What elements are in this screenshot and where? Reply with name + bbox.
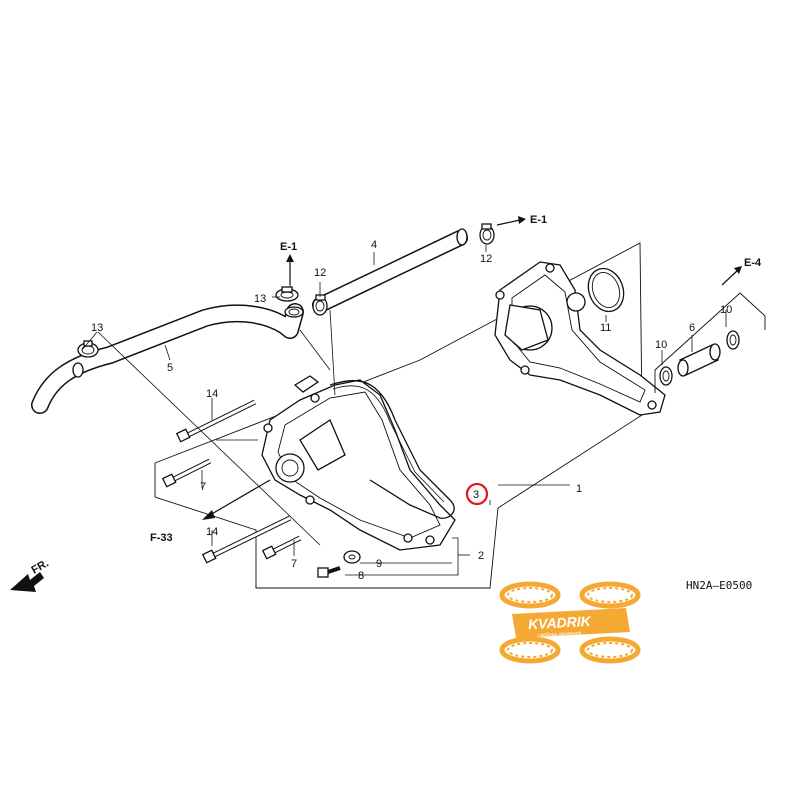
label-part-5: 5 <box>167 362 173 374</box>
o-ring-gasket-3 <box>329 379 455 519</box>
arrow-f33 <box>202 479 271 520</box>
watermark-brand: KVADRIK <box>528 613 592 632</box>
label-part-1: 1 <box>576 483 582 495</box>
label-part-13-left: 13 <box>91 322 103 334</box>
label-part-3: 3 <box>473 489 479 501</box>
o-ring-10-right <box>726 330 740 350</box>
coolant-hose-4 <box>312 228 468 313</box>
coolant-hose-5 <box>31 303 304 414</box>
ref-e4: E-4 <box>744 257 762 269</box>
label-part-7-upper: 7 <box>200 481 206 493</box>
label-part-9: 9 <box>376 558 382 570</box>
water-pump-cover <box>261 375 456 551</box>
leader-lines <box>81 245 727 576</box>
label-part-10-right: 10 <box>720 304 732 316</box>
label-part-10-left: 10 <box>655 339 667 351</box>
hose-clamp-13-left <box>77 340 99 358</box>
frame-e4 <box>654 292 766 393</box>
diagram-code: HN2A—E0500 <box>686 579 752 592</box>
label-part-4: 4 <box>371 239 377 251</box>
fr-label: FR. <box>30 557 51 576</box>
hose-clamp-12-right <box>479 223 495 245</box>
bolt-14-upper <box>175 399 257 443</box>
label-part-14-upper: 14 <box>206 388 218 400</box>
watermark-tagline: свобода движения <box>538 630 582 638</box>
label-part-12-left: 12 <box>314 267 326 279</box>
water-pump-body <box>494 261 666 416</box>
label-part-11: 11 <box>600 322 611 334</box>
bolt-8 <box>317 566 341 578</box>
coolant-pipe-6 <box>677 343 721 377</box>
arrow-e4 <box>721 266 742 286</box>
label-part-2: 2 <box>478 550 484 562</box>
label-part-12-right: 12 <box>480 253 492 265</box>
label-part-14-lower: 14 <box>206 526 218 538</box>
bolt-7-lower <box>261 535 302 560</box>
assembly-frame <box>154 242 643 589</box>
bolt-14-lower <box>201 515 292 564</box>
hose-clamp-12-left <box>312 294 328 316</box>
label-part-6: 6 <box>689 322 695 334</box>
label-part-7-lower: 7 <box>291 558 297 570</box>
washer-9 <box>343 550 361 564</box>
o-ring-11 <box>587 267 625 313</box>
bolt-7-upper <box>161 458 212 488</box>
label-part-8: 8 <box>358 570 364 582</box>
hose-clamp-13-top <box>275 286 299 302</box>
ref-e1-mid: E-1 <box>530 214 547 226</box>
label-part-13-top: 13 <box>254 293 266 305</box>
part-labels: 1 2 4 5 6 7 7 8 9 10 10 11 12 12 13 13 1… <box>91 239 732 582</box>
watermark-logo: KVADRIK свобода движения <box>499 581 641 664</box>
o-ring-10-left <box>659 366 673 386</box>
fr-direction-arrow <box>10 572 44 592</box>
ref-e1-top: E-1 <box>280 241 297 253</box>
arrow-e1-top <box>286 254 294 285</box>
arrow-e1-mid <box>496 216 526 226</box>
ref-f33: F-33 <box>150 532 173 544</box>
highlighted-part-3[interactable]: 3 <box>465 482 489 506</box>
